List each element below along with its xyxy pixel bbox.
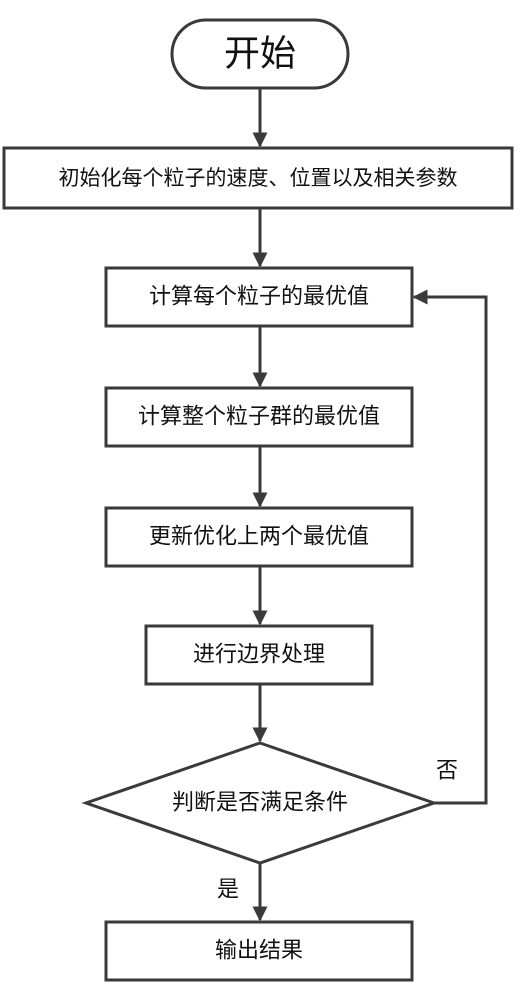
init-node: 初始化每个粒子的速度、位置以及相关参数 (2, 146, 514, 210)
swarm-best-label: 计算整个粒子群的最优值 (138, 405, 380, 430)
swarm-best-node: 计算整个粒子群的最优值 (104, 386, 414, 448)
output-node: 输出结果 (104, 920, 414, 982)
update-node: 更新优化上两个最优值 (104, 506, 414, 568)
yes-label: 是 (217, 878, 239, 903)
decision-node: 判断是否满足条件 (81, 741, 439, 865)
decision-label: 判断是否满足条件 (172, 791, 348, 816)
no-label: 否 (436, 759, 458, 784)
boundary-node: 进行边界处理 (144, 624, 374, 686)
output-label: 输出结果 (215, 939, 303, 964)
particle-best-node: 计算每个粒子的最优值 (104, 266, 414, 328)
start-label: 开始 (224, 34, 296, 75)
update-label: 更新优化上两个最优值 (149, 525, 369, 550)
init-label: 初始化每个粒子的速度、位置以及相关参数 (59, 166, 458, 190)
boundary-label: 进行边界处理 (193, 643, 325, 668)
edge-decision-no-loop (412, 289, 488, 805)
particle-best-label: 计算每个粒子的最优值 (149, 285, 369, 310)
start-node: 开始 (170, 18, 350, 90)
